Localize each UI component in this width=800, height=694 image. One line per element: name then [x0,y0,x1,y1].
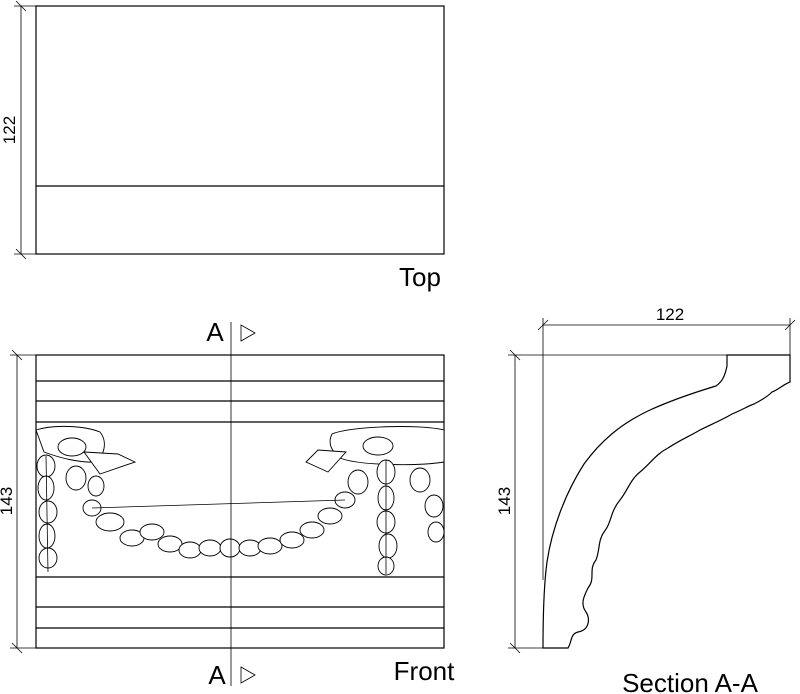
section-arrow-top-icon [240,324,256,342]
top-height-dimension: 122 [0,0,36,260]
front-height-value: 143 [0,487,16,515]
section-height-dimension: 143 [495,349,727,654]
garland-ornament [35,425,445,576]
section-marker-top: A [206,317,224,347]
section-view-title: Section A-A [622,668,759,694]
front-view: A A 143 Front [0,317,455,690]
section-height-value: 143 [495,487,514,515]
section-width-value: 122 [656,305,684,324]
section-width-dimension: 122 [537,305,796,580]
section-view: 122 143 Section A-A [495,305,796,694]
front-view-title: Front [394,656,455,686]
top-view-title: Top [399,262,441,292]
top-height-value: 122 [0,116,19,144]
section-arrow-bottom-icon [240,666,256,684]
top-view: 122 Top [0,0,445,292]
front-height-dimension: 143 [0,349,36,654]
section-profile [542,354,791,649]
front-view-outline [35,354,445,649]
section-marker-bottom: A [208,660,226,690]
top-view-outline [35,5,445,255]
